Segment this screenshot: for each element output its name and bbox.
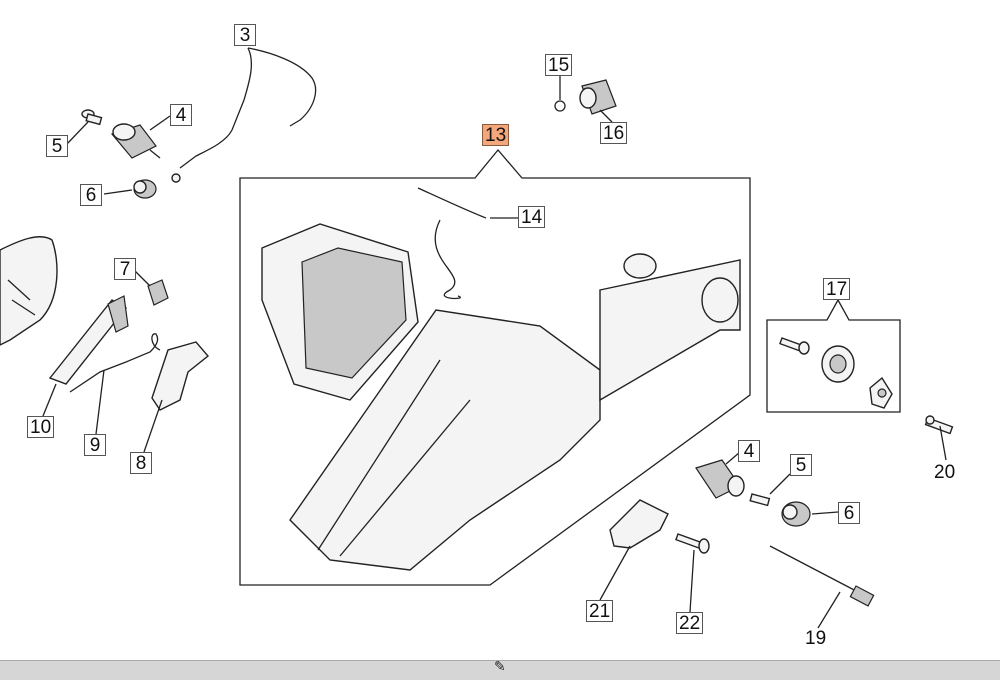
buffer-part-lower [781, 501, 811, 527]
callout-5-lower: 5 [790, 454, 812, 476]
callout-20: 20 [934, 462, 956, 483]
callout-17: 17 [823, 278, 851, 300]
throttle-rod-part [171, 47, 317, 183]
buffer-part-upper [133, 179, 157, 199]
callout-7: 7 [114, 258, 136, 280]
callout-8: 8 [130, 452, 152, 474]
callout-16: 16 [600, 122, 628, 144]
handle-housing-part [261, 223, 741, 571]
callout-14: 14 [518, 206, 546, 228]
cover-plate-part [609, 499, 669, 549]
assembly-13-frame [239, 148, 751, 586]
rear-handle-partial-part [0, 236, 58, 346]
spring-part [69, 333, 161, 393]
trigger-part [151, 341, 210, 411]
screw-part-lower [749, 493, 771, 507]
callout-21: 21 [586, 600, 614, 622]
fuel-hose-part [417, 187, 487, 300]
throttle-lock-part [48, 295, 129, 385]
bracket-part [147, 279, 169, 306]
screw-part-20 [924, 415, 954, 435]
leader-lines [42, 76, 947, 629]
rod-part [769, 545, 875, 607]
callout-9: 9 [84, 434, 106, 456]
screw-part-upper [81, 109, 103, 126]
filter-screw-part [779, 337, 810, 355]
callout-4-lower: 4 [738, 440, 760, 462]
av-mount-part-upper [110, 123, 161, 159]
filter-spring-part [821, 345, 855, 383]
callout-13-highlighted[interactable]: 13 [482, 124, 510, 146]
callout-5-upper: 5 [46, 135, 68, 157]
callout-22: 22 [676, 612, 704, 634]
callout-6-lower: 6 [838, 502, 860, 524]
callout-6-upper: 6 [80, 184, 102, 206]
screw-part-22 [675, 533, 710, 554]
callout-15: 15 [545, 54, 573, 76]
assembly-17-frame [766, 298, 901, 413]
filter-cap-part [869, 376, 893, 409]
cursor-icon: ✎ [494, 658, 506, 674]
callout-19: 19 [805, 628, 827, 649]
callout-10: 10 [27, 416, 55, 438]
callout-3: 3 [234, 24, 256, 46]
bottom-scrollbar[interactable] [0, 660, 1000, 680]
clip-part [554, 100, 566, 112]
av-mount-part-lower [695, 459, 745, 499]
knob-part [579, 79, 617, 115]
callout-4-upper: 4 [170, 104, 192, 126]
